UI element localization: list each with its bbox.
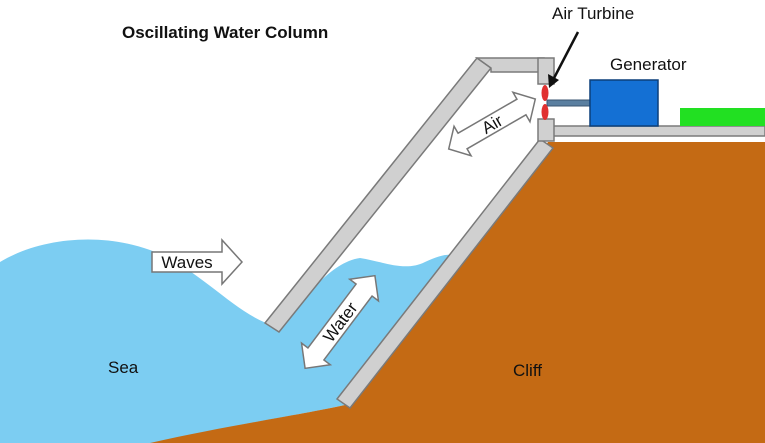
chamber-back-wall	[335, 137, 555, 410]
diagram-title: Oscillating Water Column	[122, 23, 328, 42]
turbine-icon	[541, 85, 549, 120]
generator-label: Generator	[610, 55, 687, 74]
cliff	[150, 142, 765, 443]
cliff-label: Cliff	[513, 361, 542, 380]
air-turbine-label: Air Turbine	[552, 4, 634, 23]
generator-box	[589, 79, 659, 127]
waves-label: Waves	[161, 253, 212, 272]
sea-label: Sea	[108, 358, 139, 377]
cliff-ground-strip	[539, 125, 765, 137]
turbine-pointer-arrow	[548, 31, 580, 88]
air-arrow: Air	[447, 91, 537, 157]
waves-arrow: Waves	[151, 238, 244, 286]
turbine-shaft	[546, 99, 592, 107]
grid-connection	[680, 108, 765, 126]
sea-water	[0, 239, 452, 443]
chamber-side-wall-lower	[537, 118, 555, 142]
chamber-roof	[474, 57, 545, 73]
